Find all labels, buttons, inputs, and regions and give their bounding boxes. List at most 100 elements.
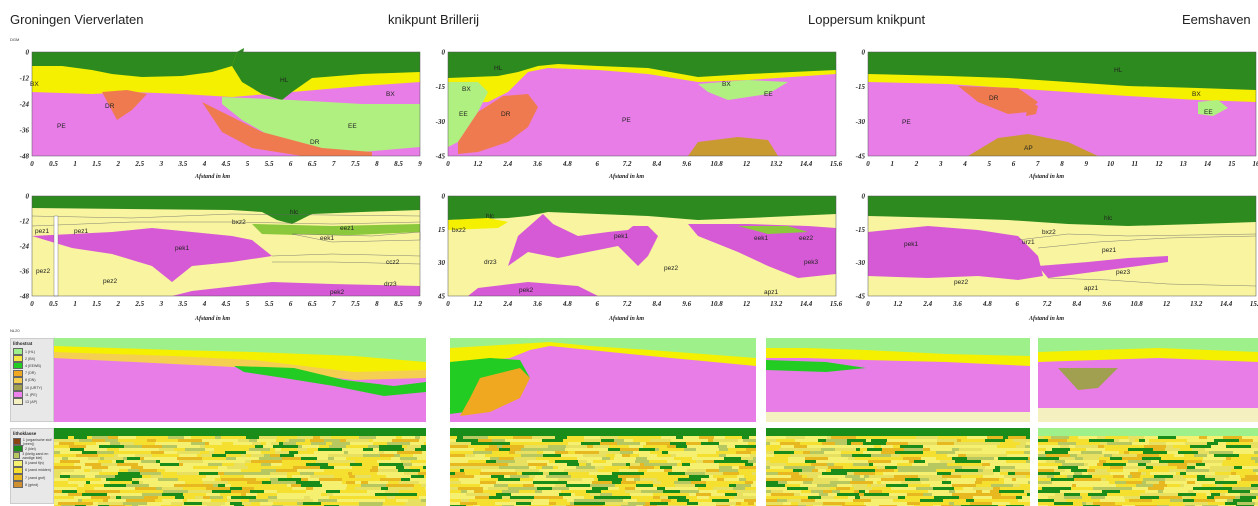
voxel-cell: [555, 460, 578, 463]
voxel-cell: [300, 490, 306, 493]
voxel-cell: [936, 451, 955, 454]
voxel-cell: [812, 481, 830, 484]
voxel-cell: [985, 454, 1007, 457]
voxel-cell: [812, 454, 834, 457]
voxel-cell: [112, 460, 116, 463]
voxel-cell: [1184, 487, 1193, 490]
voxel-cell: [584, 439, 601, 442]
voxel-cell: [860, 475, 864, 478]
voxel-cell: [502, 445, 524, 448]
voxel-cell: [704, 445, 718, 448]
voxel-cell: [1051, 436, 1069, 439]
voxel-cell: [606, 454, 615, 457]
y-tick-label: 0: [442, 49, 446, 57]
voxel-cell: [157, 457, 177, 460]
voxel-cell: [336, 436, 345, 439]
dr-layer: [102, 90, 147, 120]
voxel-cell: [1054, 502, 1073, 505]
voxel-cell: [388, 487, 413, 490]
x-tick-label: 0: [30, 300, 34, 308]
voxel-cell: [1104, 454, 1112, 457]
voxel-cell: [298, 451, 314, 454]
legend-item: 2 (BX): [11, 355, 53, 363]
voxel-cell: [696, 460, 703, 463]
voxel-cell: [450, 493, 466, 496]
voxel-cell: [586, 490, 601, 493]
voxel-cell: [1225, 502, 1237, 505]
voxel-cell: [1026, 436, 1030, 439]
voxel-cell: [65, 448, 70, 451]
voxel-cell: [494, 484, 508, 487]
voxel-cell: [190, 484, 213, 487]
voxel-cell: [174, 484, 190, 487]
voxel-cell: [928, 463, 947, 466]
voxel-cell: [78, 484, 84, 487]
voxel-cell: [1165, 448, 1180, 451]
voxel-cell: [314, 451, 330, 454]
voxel-cell: [766, 454, 774, 457]
voxel-cell: [1218, 442, 1226, 445]
voxel-cell: [1205, 475, 1229, 478]
voxel-cell: [567, 481, 574, 484]
voxel-cell: [367, 460, 377, 463]
voxel-cell: [1141, 472, 1146, 475]
voxel-cell: [523, 484, 534, 487]
zone-label: BX: [462, 86, 471, 93]
voxel-cell: [532, 436, 555, 439]
voxel-cell: [114, 454, 118, 457]
voxel-cell: [150, 460, 156, 463]
voxel-cell: [1215, 499, 1227, 502]
voxel-cell: [118, 472, 140, 475]
voxel-cell: [1250, 442, 1258, 445]
voxel-cell: [520, 478, 533, 481]
voxel-cell: [224, 472, 248, 475]
voxel-cell: [982, 448, 997, 451]
voxel-cell: [1207, 436, 1223, 439]
x-tick-label: 4: [962, 160, 967, 168]
voxel-cell: [709, 475, 713, 478]
voxel-cell: [1001, 493, 1007, 496]
voxel-cell: [162, 487, 183, 490]
voxel-cell: [1214, 496, 1235, 499]
voxel-cell: [1046, 454, 1070, 457]
x-tick-label: 1: [891, 160, 895, 168]
voxel-cell: [549, 499, 567, 502]
voxel-cell: [1209, 451, 1233, 454]
voxel-cell: [1168, 463, 1187, 466]
voxel-cell: [208, 463, 222, 466]
voxel-cell: [732, 466, 739, 469]
voxel-cell: [450, 472, 455, 475]
voxel-cell: [781, 445, 794, 448]
voxel-cell: [266, 460, 282, 463]
x-tick-label: 15: [1228, 160, 1236, 168]
voxel-cell: [689, 499, 712, 502]
voxel-cell: [777, 499, 787, 502]
voxel-cell: [310, 439, 324, 442]
voxel-cell: [802, 475, 807, 478]
voxel-cell: [268, 496, 277, 499]
voxel-cell: [988, 457, 994, 460]
voxel-cell: [729, 484, 736, 487]
voxel-cell: [1026, 442, 1030, 445]
voxel-cell: [1194, 499, 1215, 502]
voxel-cell: [508, 487, 527, 490]
voxel-cell: [636, 481, 653, 484]
voxel-cell: [925, 439, 932, 442]
voxel-cell: [288, 499, 299, 502]
voxel-cell: [813, 478, 838, 481]
voxel-cell: [185, 448, 205, 451]
voxel-cell: [791, 475, 802, 478]
voxel-cell: [1091, 496, 1105, 499]
voxel-cell: [1240, 463, 1253, 466]
voxel-topsoil: [766, 428, 1030, 436]
voxel-cell: [256, 496, 268, 499]
voxel-cell: [751, 451, 756, 454]
voxel-cell: [1020, 484, 1030, 487]
voxel-cell: [293, 466, 299, 469]
voxel-cell: [807, 475, 818, 478]
voxel-cell: [699, 436, 714, 439]
voxel-cell: [220, 493, 241, 496]
voxel-cell: [473, 499, 485, 502]
voxel-cell: [997, 448, 1017, 451]
